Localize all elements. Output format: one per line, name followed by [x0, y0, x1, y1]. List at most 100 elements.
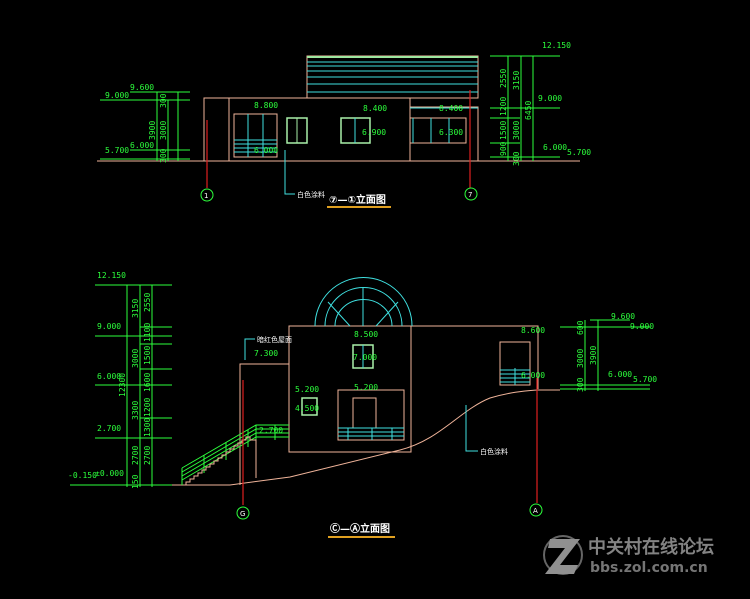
drawing-line — [545, 539, 580, 574]
dimension-label: 150 — [131, 474, 140, 489]
dimension-label: 2700 — [131, 446, 140, 465]
drawing-line — [352, 397, 377, 429]
dimension-label: 2550 — [143, 293, 152, 312]
top-elevation: 1 7 白色涂料 ⑦—①立面图 9.600 9.000 6.000 5.700 … — [97, 41, 591, 208]
dimension-label: 1300 — [143, 418, 152, 437]
dimension-label: 7.300 — [254, 349, 278, 358]
dimension-label: 3900 — [589, 346, 598, 365]
dimension-label: 6.000 — [130, 141, 154, 150]
leader-line — [284, 150, 295, 195]
inner-levels: 8.800 8.400 6.900 8.400 6.300 6.000 — [254, 101, 463, 155]
window — [301, 397, 318, 416]
dimension-label: 12.150 — [542, 41, 571, 50]
drawing-line — [375, 301, 399, 327]
dimension-label: 12.150 — [97, 271, 126, 280]
dimension-label: 4.500 — [295, 404, 319, 413]
dimension-label: 9.000 — [105, 91, 129, 100]
dimension-label: 3150 — [131, 299, 140, 318]
dimension-label: 1100 — [143, 323, 152, 342]
dimension-label: 6.000 — [543, 143, 567, 152]
bottom-elevation: G A 暗红色屋面 白色涂料 Ⓒ—Ⓐ立面图 12.150 9.000 6.000… — [68, 271, 657, 538]
drawing-line — [337, 389, 405, 441]
lower-block — [239, 363, 289, 485]
dimension-label: 9.600 — [130, 83, 154, 92]
dimension-label: 5.200 — [295, 385, 319, 394]
watermark-title: 中关村在线论坛 — [588, 536, 714, 558]
dimension-label: 1600 — [143, 373, 152, 392]
dimension-label: 6.000 — [608, 370, 632, 379]
axis-bubble — [464, 187, 478, 201]
dimension-label: 300 — [512, 151, 521, 166]
dimension-label: -0.150 — [68, 471, 97, 480]
dimension-label: 8.400 — [439, 104, 463, 113]
drawing-line — [314, 277, 413, 327]
drawing-line — [409, 117, 467, 144]
material-note: 白色涂料 — [480, 447, 508, 456]
dimension-label: 9.000 — [97, 322, 121, 331]
dimension-label: 2.700 — [97, 424, 121, 433]
dimension-label: 8.600 — [521, 326, 545, 335]
dimension-label: 9.000 — [538, 94, 562, 103]
dimension-label: 1200 — [499, 97, 508, 116]
drawing-line — [327, 301, 351, 327]
material-note: 暗红色屋面 — [257, 335, 292, 344]
dimension-label: 300 — [576, 377, 585, 392]
dimension-label: 300 — [159, 93, 168, 108]
watermark-url: bbs.zol.com.cn — [590, 560, 708, 576]
drawing-line — [181, 428, 289, 473]
dimension-label: 5.200 — [354, 383, 378, 392]
dimension-label: 8.500 — [354, 330, 378, 339]
right-dimensions: 12.150 9.000 6.000 5.700 2550 1200 1500 … — [490, 41, 591, 166]
dimension-label: 2700 — [143, 446, 152, 465]
axis-label: A — [533, 507, 538, 515]
zol-logo-icon — [543, 535, 583, 575]
watermark: 中关村在线论坛 bbs.zol.com.cn — [543, 535, 714, 576]
dimension-label: 3150 — [512, 71, 521, 90]
leader-line — [244, 338, 255, 360]
window — [286, 117, 308, 144]
dimension-label: 300 — [159, 148, 168, 163]
inner-levels: 8.500 7.000 5.200 5.200 4.500 8.600 6.00… — [254, 326, 545, 435]
dimension-label: 6450 — [524, 101, 533, 120]
dimension-label: 3900 — [148, 121, 157, 140]
window — [340, 117, 371, 144]
dimension-label: 8.400 — [363, 104, 387, 113]
balcony-window — [337, 389, 405, 441]
stair-steps — [183, 436, 257, 486]
dimension-label: 6.900 — [362, 128, 386, 137]
dimension-label: 2550 — [499, 69, 508, 88]
drawing-line — [181, 432, 289, 477]
left-dimensions: 9.600 9.000 6.000 5.700 3900 3000 300 30… — [100, 83, 190, 163]
dimension-label: 600 — [576, 320, 585, 335]
dimension-label: 3000 — [131, 349, 140, 368]
dimension-label: 6.300 — [439, 128, 463, 137]
dimension-label: 1200 — [143, 398, 152, 417]
axis-bubble — [200, 188, 214, 202]
dimension-label: 3000 — [512, 121, 521, 140]
stair-railing — [181, 424, 289, 485]
dome-window — [314, 277, 413, 327]
drawing-line — [233, 113, 278, 158]
right-dimensions: 9.600 9.000 6.000 5.700 600 3000 300 390… — [560, 312, 657, 392]
window — [352, 344, 374, 369]
leader-line — [465, 405, 478, 452]
dimension-label: 5.700 — [633, 375, 657, 384]
drawing-line — [324, 287, 403, 327]
dimension-label: 6.000 — [97, 372, 121, 381]
dimension-label: 1500 — [499, 121, 508, 140]
dimension-label: 6.000 — [521, 371, 545, 380]
left-dimensions: 12.150 9.000 6.000 2.700 ±0.000 -0.150 3… — [68, 271, 172, 489]
dimension-label: 2.700 — [259, 426, 283, 435]
window — [233, 113, 278, 158]
right-block — [411, 325, 539, 389]
dimension-label: 900 — [499, 141, 508, 156]
axis-label: 7 — [468, 191, 472, 199]
window — [409, 117, 467, 144]
dimension-label: 7.000 — [353, 353, 377, 362]
dimension-label: 8.800 — [254, 101, 278, 110]
dimension-label: 5.700 — [105, 146, 129, 155]
drawing-title: ⑦—①立面图 — [329, 193, 386, 206]
axis-label: G — [240, 510, 245, 518]
